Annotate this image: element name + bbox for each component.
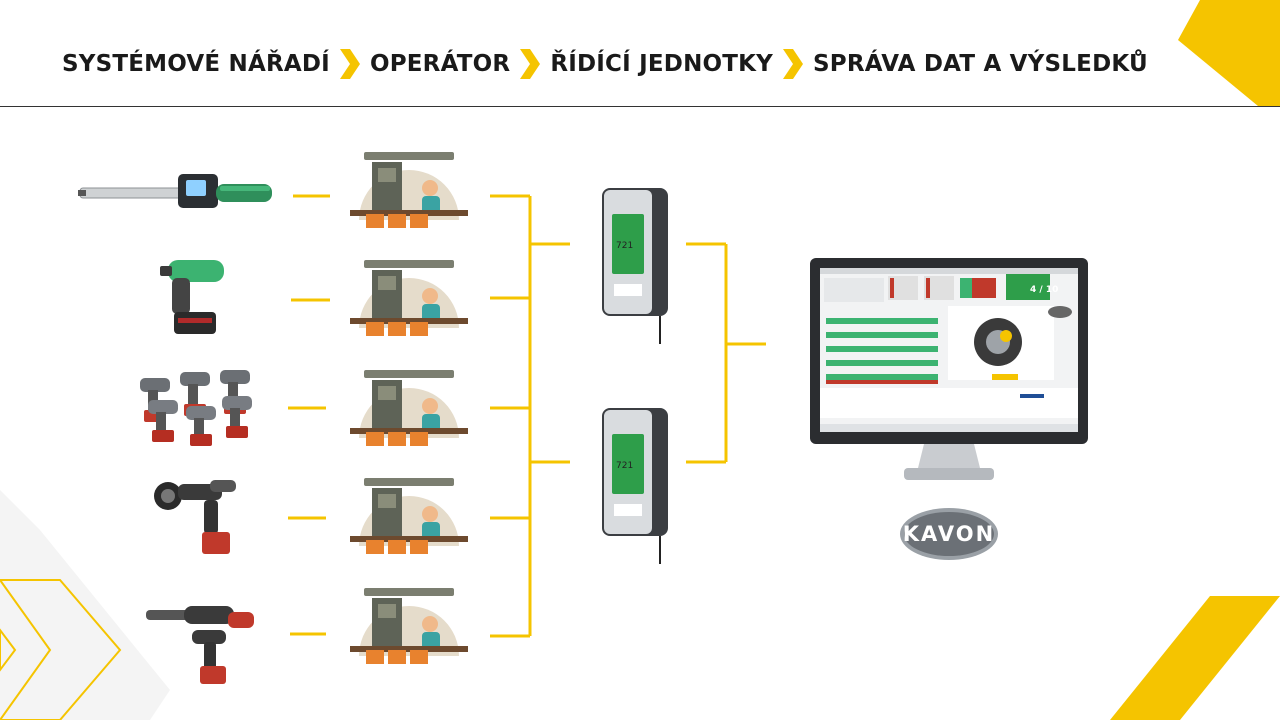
breadcrumb-step-system-tools: SYSTÉMOVÉ NÁŘADÍ (62, 51, 330, 77)
impact-wrench-icon (160, 260, 224, 334)
controller-screen-value: 721 (616, 461, 633, 471)
corner-accent-top-right (1178, 0, 1280, 106)
breadcrumb-step-data-management: SPRÁVA DAT A VÝSLEDKŮ (813, 51, 1148, 77)
operator-workstation-icon (350, 152, 468, 228)
breadcrumb: SYSTÉMOVÉ NÁŘADÍ OPERÁTOR ŘÍDÍCÍ JEDNOTK… (62, 44, 1148, 84)
pistol-nutrunner-icon (146, 606, 254, 684)
controller-screen-value: 721 (616, 241, 633, 251)
kavon-logo: KAVON (900, 508, 998, 560)
corner-accent-bottom-right (1110, 596, 1280, 720)
angle-nutrunner-icon (154, 480, 236, 554)
chevron-right-icon (339, 49, 360, 79)
monitor-counter: 4 / 10 (1030, 285, 1058, 295)
breadcrumb-step-control-units: ŘÍDÍCÍ JEDNOTKY (550, 51, 774, 77)
operator-workstation-icon (350, 260, 468, 336)
controller-unit-icon: 721 (602, 408, 668, 564)
chevron-right-icon (520, 49, 541, 79)
operator-workstation-icon (350, 370, 468, 446)
monitor-icon: 4 / 10 (810, 258, 1088, 480)
operator-workstation-icon (350, 478, 468, 554)
corner-accent-bottom-left (0, 490, 170, 720)
header-divider (0, 106, 1280, 107)
controller-unit-icon: 721 (602, 188, 668, 344)
chevron-right-icon (783, 49, 804, 79)
kavon-logo-text: KAVON (903, 522, 995, 546)
cordless-tools-group-icon (140, 370, 252, 446)
operator-workstation-icon (350, 588, 468, 664)
torque-wrench-icon (78, 174, 272, 208)
breadcrumb-step-operator: OPERÁTOR (369, 51, 511, 77)
